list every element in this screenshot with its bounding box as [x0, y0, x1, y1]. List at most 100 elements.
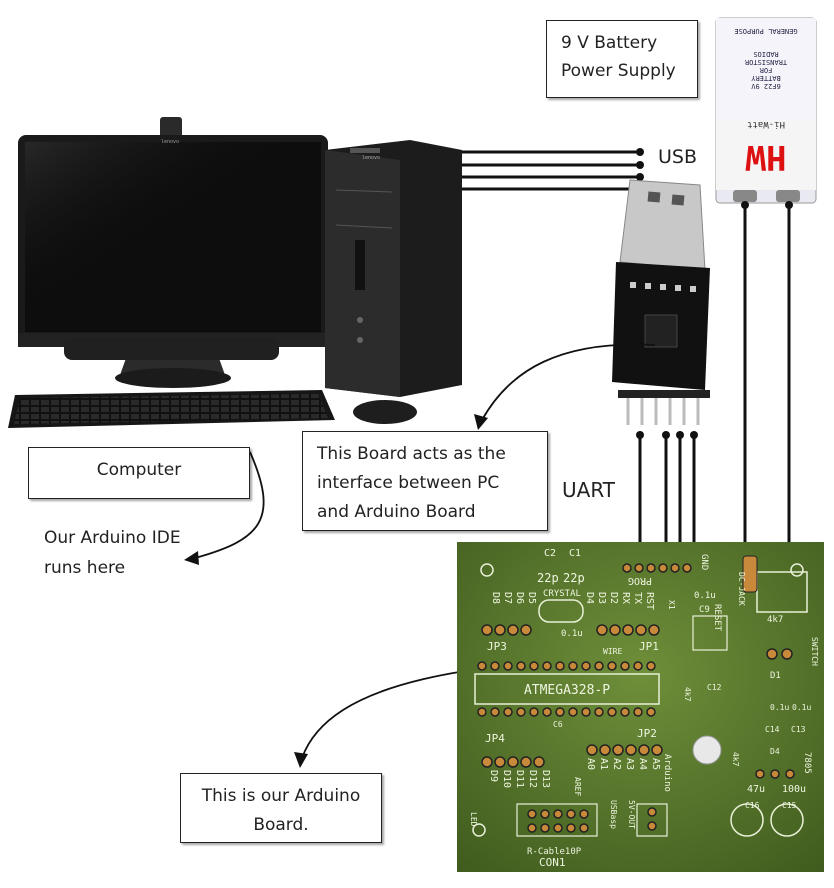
usb-uart-adapter: [612, 179, 710, 425]
monitor-brand: lenovo: [161, 139, 179, 145]
silk-pin-tx: TX: [632, 592, 643, 604]
silk-crystal: CRYSTAL: [543, 589, 581, 599]
monitor: lenovo: [18, 117, 328, 388]
silk-pin-d11: D11: [514, 770, 525, 788]
keyboard: [8, 390, 335, 428]
silk-c15v: 100u: [782, 784, 806, 795]
mouse: [353, 400, 417, 424]
battery-label-box: 9 V Battery Power Supply: [546, 20, 698, 98]
ide-note: Our Arduino IDE runs here: [44, 523, 181, 583]
interface-line-2: interface between PC: [317, 473, 500, 493]
interface-label-box: This Board acts as the interface between…: [302, 431, 548, 531]
tower: lenovo: [325, 140, 462, 397]
computer-label-box: Computer: [28, 447, 250, 499]
silk-c16v: 47u: [747, 784, 765, 795]
silk-pin-a2: A2: [611, 758, 622, 770]
silk-jp2: JP2: [637, 727, 657, 740]
arduino-label-line-2: Board.: [253, 815, 309, 835]
silk-5vout: 5V-OUT: [627, 800, 636, 829]
silk-pin-rx: RX: [620, 592, 631, 604]
silk-pin-a1: A1: [598, 758, 609, 770]
silk-c1: C1: [569, 548, 581, 559]
uart-label: UART: [562, 478, 615, 502]
silk-switch: SWITCH: [810, 637, 819, 666]
battery-line-3: FOR: [759, 66, 772, 74]
silk-c12: C12: [707, 683, 722, 692]
silk-c14v: 0.1u: [770, 703, 789, 712]
ide-note-line-1: Our Arduino IDE: [44, 528, 181, 548]
computer-label: Computer: [96, 460, 182, 480]
silk-c13: C13: [791, 725, 806, 734]
silk-pin-d12: D12: [527, 770, 538, 788]
silk-r3v: 4k7: [731, 752, 740, 767]
silk-pin-d10: D10: [501, 770, 512, 788]
silk-con1: CON1: [539, 856, 566, 869]
battery-brand: HW: [745, 137, 786, 177]
battery-line-5: RADIOS: [753, 50, 778, 58]
silk-x1: X1: [667, 600, 676, 610]
silk-d4: D4: [770, 747, 780, 756]
silk-c1v: 22p: [563, 571, 585, 585]
chip-label: ATMEGA328-P: [524, 683, 610, 698]
silk-c9: C9: [699, 605, 710, 615]
silk-jp1: JP1: [639, 640, 659, 653]
silk-pin-d4: D4: [584, 592, 595, 604]
silk-pin-d8: D8: [490, 592, 501, 604]
usb-wires: [462, 150, 640, 191]
usb-label: USB: [658, 146, 698, 168]
arduino-pcb: ATMEGA328-P C2 C1 22p 22p CRYSTAL PROG 0…: [457, 542, 824, 872]
interface-line-1: This Board acts as the: [317, 444, 506, 464]
silk-wire: WIRE: [603, 647, 622, 656]
silk-jp4: JP4: [485, 732, 505, 745]
battery: HW GENERAL PURPOSE 6F22 9V BATTERY FOR T…: [715, 17, 817, 204]
silk-r2v: 4k7: [683, 687, 692, 702]
silk-gnd: GND: [699, 554, 709, 570]
arduino-label-line-1: This is our Arduino: [201, 786, 361, 806]
silk-usbasp: USBasp: [609, 800, 618, 829]
silk-pin-a0: A0: [585, 758, 596, 770]
silk-c15: C15: [782, 801, 797, 810]
silk-reset: RESET: [712, 604, 722, 632]
silk-pin-d5: D5: [526, 592, 537, 604]
silk-pin-d2: D2: [608, 592, 619, 604]
silk-pin-a5: A5: [650, 758, 661, 770]
silk-c13v: 0.1u: [792, 703, 811, 712]
silk-dcjack: DC-JACK: [737, 572, 746, 606]
battery-line-2: BATTERY: [750, 74, 780, 82]
silk-pin-d7: D7: [502, 592, 513, 604]
battery-label-line-2: Power Supply: [561, 61, 676, 81]
silk-pin-d3: D3: [596, 592, 607, 604]
silk-rcable: R-Cable10P: [527, 847, 582, 857]
silk-c8v: 0.1u: [561, 629, 583, 639]
silk-c2: C2: [544, 548, 556, 559]
silk-7805: 7805: [802, 752, 812, 774]
silk-pin-d9: D9: [488, 770, 499, 782]
battery-line-4: TRANSISTOR: [744, 58, 787, 66]
silk-c14: C14: [765, 725, 780, 734]
silk-c16: C16: [745, 801, 760, 810]
silk-aref: AREF: [573, 777, 582, 796]
silk-pin-rst: RST: [644, 592, 655, 610]
silk-prog: PROG: [628, 575, 652, 586]
interface-line-3: and Arduino Board: [317, 502, 476, 522]
silk-arduino: Arduino: [662, 754, 672, 792]
silk-c6: C6: [553, 720, 563, 729]
tower-brand: lenovo: [362, 155, 380, 161]
silk-c9v: 0.1u: [694, 591, 716, 601]
silk-pin-d6: D6: [514, 592, 525, 604]
battery-model: Hi-Watt: [747, 119, 785, 129]
silk-pin-a4: A4: [637, 758, 648, 770]
silk-jp3: JP3: [487, 640, 507, 653]
battery-label-line-1: 9 V Battery: [561, 33, 658, 53]
silk-pin-d13: D13: [540, 770, 551, 788]
silk-led: LED: [469, 812, 478, 827]
silk-c2v: 22p: [537, 571, 559, 585]
ide-note-line-2: runs here: [44, 558, 126, 578]
arduino-label-box: This is our Arduino Board.: [180, 773, 382, 843]
battery-line-1: 6F22 9V: [750, 82, 780, 90]
silk-d1: D1: [770, 671, 781, 681]
battery-line-0: GENERAL PURPOSE: [734, 27, 797, 35]
silk-pin-a3: A3: [624, 758, 635, 770]
silk-r4v: 4k7: [767, 615, 783, 625]
